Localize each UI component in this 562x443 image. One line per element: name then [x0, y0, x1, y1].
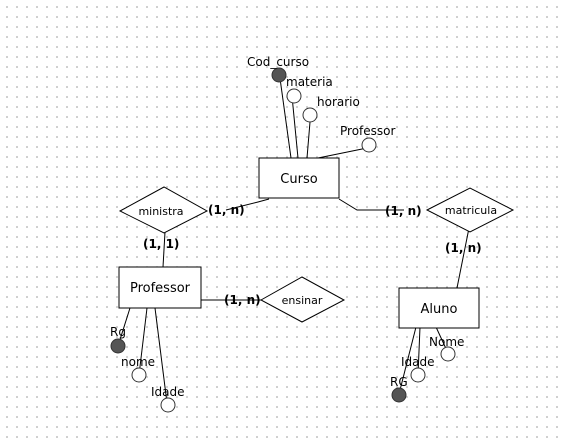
relationship-matricula[interactable]: matricula: [425, 187, 515, 233]
curso-professor-attribute-icon[interactable]: [361, 137, 377, 153]
entity-professor[interactable]: Professor: [118, 266, 202, 309]
entity-professor-box[interactable]: [118, 266, 202, 309]
curso-materia-label: materia: [286, 75, 333, 89]
link-professor-idade: [154, 307, 168, 404]
relationship-ministra-shape[interactable]: [118, 186, 209, 234]
link-ministra-professor: [162, 231, 166, 268]
link-curso-ministra: [225, 198, 270, 211]
professor-rg-label: Rg: [110, 325, 126, 339]
curso-cod-curso-label: Cod_curso: [247, 55, 309, 69]
relationship-ministra-label: ministra: [138, 205, 183, 218]
professor-nome-label: nome: [121, 355, 155, 369]
link-curso-professor-attr: [317, 147, 368, 159]
aluno-idade-attribute-icon[interactable]: [410, 367, 426, 383]
relationship-ensinar[interactable]: ensinar: [259, 276, 346, 323]
link-matricula-aluno: [456, 227, 470, 289]
curso-horario-label: horario: [317, 95, 360, 109]
entity-curso-label: Curso: [280, 172, 317, 187]
relationship-ensinar-label: ensinar: [282, 294, 323, 307]
cardinality-curso-matricula: (1, n): [385, 204, 422, 218]
aluno-idade-label: Idade: [401, 355, 435, 369]
connector-lines: [117, 70, 470, 404]
link-curso-matricula: [338, 198, 404, 211]
relationship-matricula-shape[interactable]: [425, 187, 515, 233]
link-curso-horario: [306, 121, 311, 159]
curso-professor-attribute-label: Professor: [340, 124, 395, 138]
entity-aluno-label: Aluno: [421, 302, 458, 317]
entity-aluno[interactable]: Aluno: [398, 287, 480, 329]
link-professor-nome: [138, 307, 148, 376]
cardinality-professor-ministra: (1, 1): [143, 237, 179, 251]
entity-professor-label: Professor: [130, 281, 191, 296]
relationship-matricula-label: matricula: [445, 204, 497, 217]
attribute-labels: Cod_curso materia horario Professor Rg n…: [110, 55, 464, 399]
professor-idade-label: Idade: [151, 385, 185, 399]
link-aluno-idade: [417, 326, 421, 376]
link-aluno-rg: [398, 326, 417, 395]
aluno-nome-attribute-icon[interactable]: [440, 346, 456, 362]
link-curso-cod-curso: [278, 70, 292, 159]
cardinality-aluno-matricula: (1, n): [445, 241, 482, 255]
attribute-markers: [110, 67, 456, 413]
entity-aluno-box[interactable]: [398, 287, 480, 329]
aluno-rg-label: RG: [390, 375, 408, 389]
link-curso-materia: [291, 95, 299, 159]
curso-materia-attribute-icon[interactable]: [286, 88, 302, 104]
aluno-rg-key-icon[interactable]: [391, 387, 407, 403]
relationship-ensinar-shape[interactable]: [259, 276, 346, 323]
professor-rg-key-icon[interactable]: [110, 338, 126, 354]
curso-cod-curso-key-icon[interactable]: [271, 67, 287, 83]
entity-curso-box[interactable]: [258, 157, 340, 199]
entity-curso[interactable]: Curso: [258, 157, 340, 199]
aluno-nome-label: Nome: [429, 335, 464, 349]
cardinality-professor-ensinar: (1, n): [224, 293, 261, 307]
cardinality-curso-ministra: (1, n): [208, 203, 245, 217]
curso-horario-attribute-icon[interactable]: [302, 107, 318, 123]
cardinality-labels: (1, n) (1, 1) (1, n) (1, n) (1, n): [143, 203, 482, 307]
relationship-ministra[interactable]: ministra: [118, 186, 209, 234]
professor-idade-attribute-icon[interactable]: [160, 397, 176, 413]
professor-nome-attribute-icon[interactable]: [131, 367, 147, 383]
